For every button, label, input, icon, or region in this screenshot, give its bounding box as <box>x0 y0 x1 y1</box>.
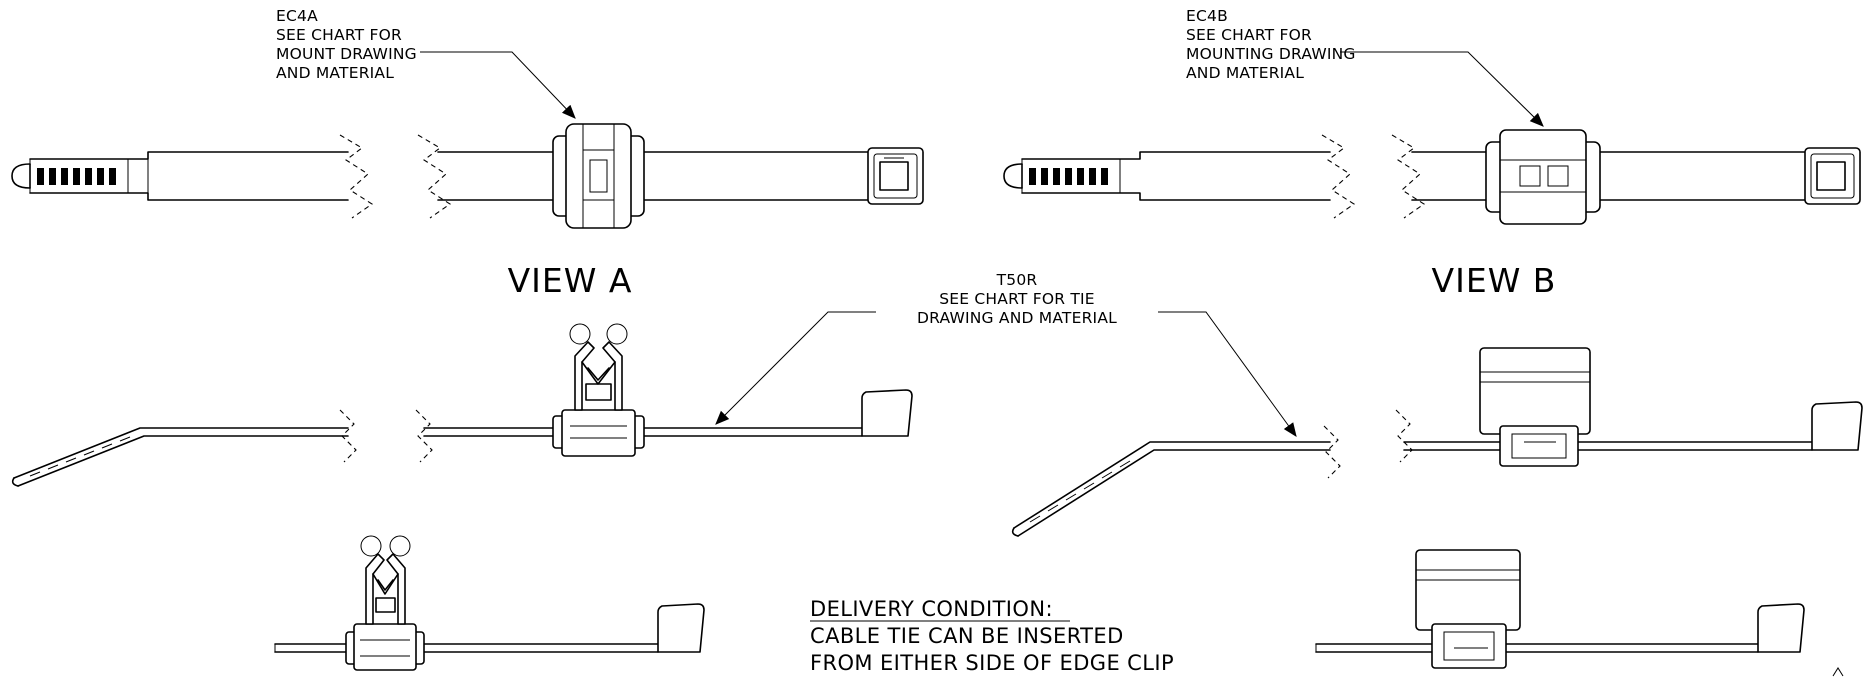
delivery-b-tie <box>1315 549 1844 677</box>
view-b-title: VIEW B <box>1432 261 1557 300</box>
delivery-heading: DELIVERY CONDITION: <box>810 597 1053 621</box>
t50r-note-line: SEE CHART FOR TIE <box>939 290 1095 308</box>
ec4a-note-line: AND MATERIAL <box>276 64 394 82</box>
view-a-top-tie <box>11 123 924 229</box>
ec4a-note-line: MOUNT DRAWING <box>276 45 417 63</box>
t50r-callout: T50R SEE CHART FOR TIE DRAWING AND MATER… <box>917 271 1117 327</box>
view-a-side-tie <box>11 323 913 487</box>
ec4b-note-line: SEE CHART FOR <box>1186 26 1312 44</box>
ec4a-leader <box>420 51 576 119</box>
delivery-a-tie <box>274 535 705 671</box>
view-a-title: VIEW A <box>508 261 633 300</box>
ec4b-callout: EC4B SEE CHART FOR MOUNTING DRAWING AND … <box>1186 7 1356 82</box>
ec4b-note-line: MOUNTING DRAWING <box>1186 45 1356 63</box>
t50r-label: T50R <box>996 271 1038 289</box>
ec4b-leader <box>1340 51 1544 127</box>
t50r-leader-right <box>1158 311 1297 437</box>
view-b-side-tie <box>1011 347 1863 537</box>
ec4b-label: EC4B <box>1186 7 1228 25</box>
ec4b-note-line: AND MATERIAL <box>1186 64 1304 82</box>
ec4a-callout: EC4A SEE CHART FOR MOUNT DRAWING AND MAT… <box>276 7 417 82</box>
delivery-condition-note: DELIVERY CONDITION: CABLE TIE CAN BE INS… <box>810 597 1174 675</box>
t50r-note-line: DRAWING AND MATERIAL <box>917 309 1117 327</box>
ec4a-label: EC4A <box>276 7 318 25</box>
delivery-line: CABLE TIE CAN BE INSERTED <box>810 624 1124 648</box>
t50r-leader-left <box>715 311 876 425</box>
delivery-line: FROM EITHER SIDE OF EDGE CLIP <box>810 651 1174 675</box>
ec4a-note-line: SEE CHART FOR <box>276 26 402 44</box>
view-b-top-tie <box>1003 129 1861 225</box>
